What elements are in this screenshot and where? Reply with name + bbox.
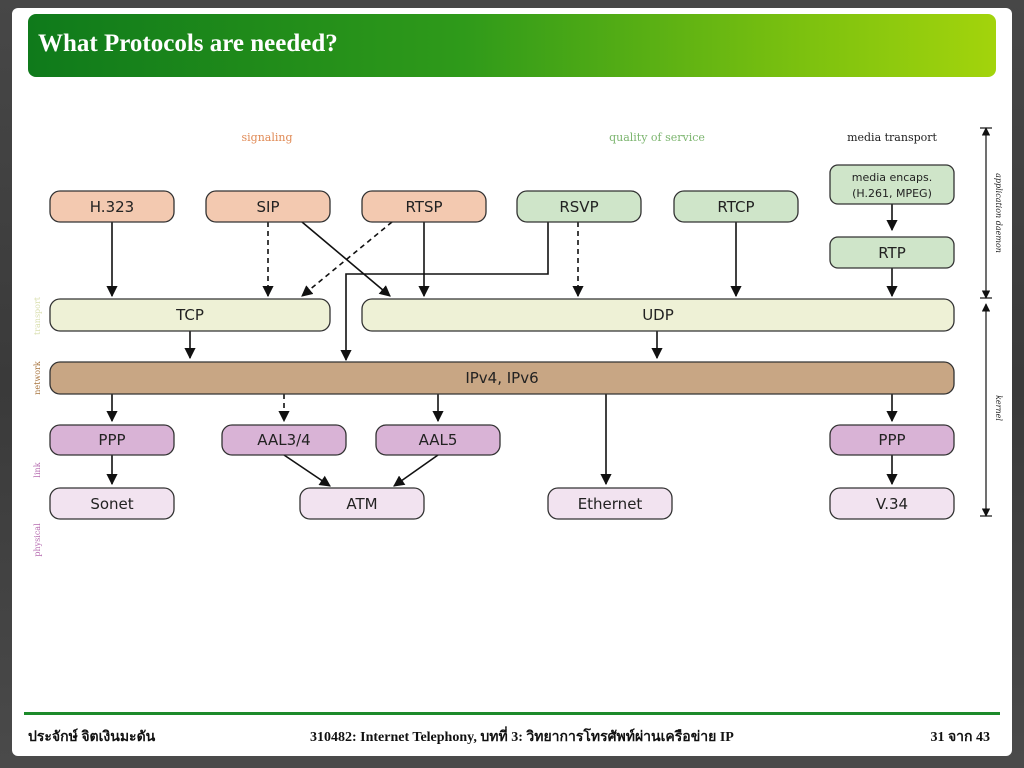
box-aal34: AAL3/4 [221,424,347,456]
layer-label-physical: physical [33,523,42,557]
box-rtp: RTP [829,236,955,269]
footer-divider [24,712,1000,715]
layer-label-transport: transport [33,296,42,335]
arrows [106,204,898,487]
box-ip-label: IPv4, IPv6 [465,369,538,387]
arrow-aal34-atm [283,454,331,487]
box-ppp-right-label: PPP [878,431,905,449]
box-udp: UDP [361,298,955,332]
scope-label-application: application daemon [994,173,1003,253]
box-sonet: Sonet [49,487,175,520]
box-v34-label: V.34 [876,495,908,513]
category-media-transport: media transport [847,131,937,144]
box-sip: SIP [205,190,331,223]
box-ppp-left: PPP [49,424,175,456]
box-rtp-label: RTP [878,244,906,262]
box-rsvp: RSVP [516,190,642,223]
footer-page-number: 31 จาก 43 [930,730,990,745]
category-signaling: signaling [241,131,292,144]
scope-application-daemon [980,127,992,299]
box-rtcp-label: RTCP [717,198,754,216]
box-h323: H.323 [49,190,175,223]
box-ethernet-label: Ethernet [578,495,643,513]
footer-author: ประจักษ์ จิตเงินมะดัน [28,730,156,745]
box-rtcp: RTCP [673,190,799,223]
box-atm: ATM [299,487,425,520]
box-aal5: AAL5 [375,424,501,456]
footer-course: 310482: Internet Telephony, บทที่ 3: วิท… [310,730,734,745]
box-media-encaps-line1: media encaps. [852,171,933,184]
box-rtsp-label: RTSP [405,198,442,216]
category-quality-of-service: quality of service [609,131,705,144]
box-v34: V.34 [829,487,955,520]
layer-label-network: network [33,361,42,395]
slide: What Protocols are needed? signaling qua… [12,8,1012,756]
box-ip: IPv4, IPv6 [49,361,955,395]
box-atm-label: ATM [346,495,377,513]
box-h323-label: H.323 [90,198,134,216]
box-rtsp: RTSP [361,190,487,223]
box-media-encapsulation: media encaps. (H.261, MPEG) [829,164,955,205]
arrow-aal5-atm [393,454,439,487]
scope-label-kernel: kernel [994,395,1003,421]
box-sip-label: SIP [257,198,280,216]
box-tcp: TCP [49,298,331,332]
scope-kernel [980,303,992,517]
title-bar [28,14,996,77]
box-ethernet: Ethernet [547,487,673,520]
box-udp-label: UDP [642,306,674,324]
arrow-rsvp-ip [340,222,549,362]
protocol-stack-diagram: signaling quality of service media trans… [33,127,1003,557]
box-rsvp-label: RSVP [559,198,598,216]
box-aal5-label: AAL5 [419,431,458,449]
arrow-sip-udp [301,221,391,297]
box-media-encaps-line2: (H.261, MPEG) [852,187,932,200]
box-sonet-label: Sonet [90,495,133,513]
box-ppp-left-label: PPP [98,431,125,449]
box-tcp-label: TCP [175,306,204,324]
layer-label-link: link [33,462,42,477]
box-ppp-right: PPP [829,424,955,456]
box-aal34-label: AAL3/4 [257,431,310,449]
slide-title: What Protocols are needed? [38,30,338,57]
